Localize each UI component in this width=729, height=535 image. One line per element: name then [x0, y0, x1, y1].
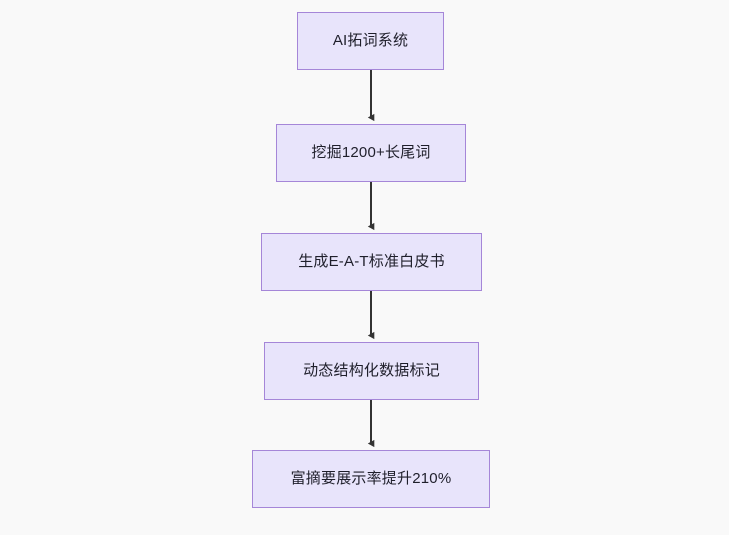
flowchart-node-label: AI拓词系统	[332, 32, 409, 49]
flowchart-node-mine-longtail-keywords[interactable]: 挖掘1200+长尾词	[276, 124, 466, 182]
flowchart-node-ai-keyword-system[interactable]: AI拓词系统	[297, 12, 444, 70]
flowchart-node-label: 生成E-A-T标准白皮书	[298, 253, 445, 270]
flowchart-node-rich-snippet-rate-increase[interactable]: 富摘要展示率提升210%	[252, 450, 490, 508]
flowchart-node-label: 动态结构化数据标记	[303, 362, 440, 379]
flowchart-node-label: 富摘要展示率提升210%	[290, 470, 452, 487]
flowchart-node-generate-eat-whitepaper[interactable]: 生成E-A-T标准白皮书	[261, 233, 482, 291]
flowchart-node-dynamic-structured-data-markup[interactable]: 动态结构化数据标记	[264, 342, 479, 400]
flowchart-node-label: 挖掘1200+长尾词	[311, 144, 431, 161]
